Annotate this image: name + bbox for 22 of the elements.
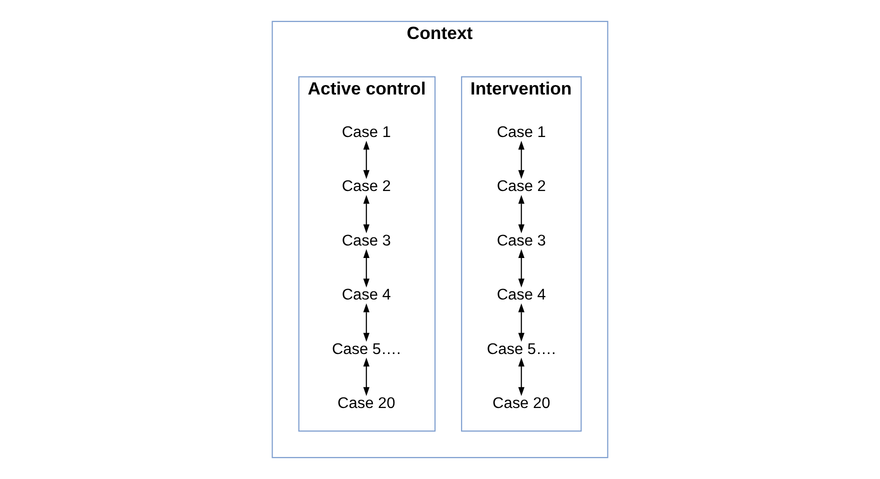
node-text: Case 5….: [486, 340, 556, 358]
node-text: Case 20: [338, 394, 396, 412]
arrow: [518, 194, 524, 234]
arrow: [363, 140, 370, 180]
arrow: [518, 303, 524, 342]
arrow: [518, 358, 524, 396]
node-text: Case 4: [342, 286, 391, 304]
node-text: Case 2: [496, 178, 546, 196]
arrow: [363, 194, 370, 234]
arrow: [518, 140, 524, 180]
node-text: Case 1: [496, 124, 546, 141]
node-text: Case 3: [496, 232, 546, 250]
node-text: Case 2: [342, 178, 391, 196]
node-text: Case 5….: [332, 340, 401, 358]
arrow: [363, 358, 370, 396]
arrow: [518, 249, 524, 288]
node-text: Case 3: [342, 232, 391, 250]
arrow: [363, 303, 370, 342]
arrow: [363, 249, 370, 288]
node-text: Case 1: [342, 124, 391, 141]
node-text: Case 4: [496, 286, 546, 304]
node-text: Case 20: [492, 394, 550, 412]
